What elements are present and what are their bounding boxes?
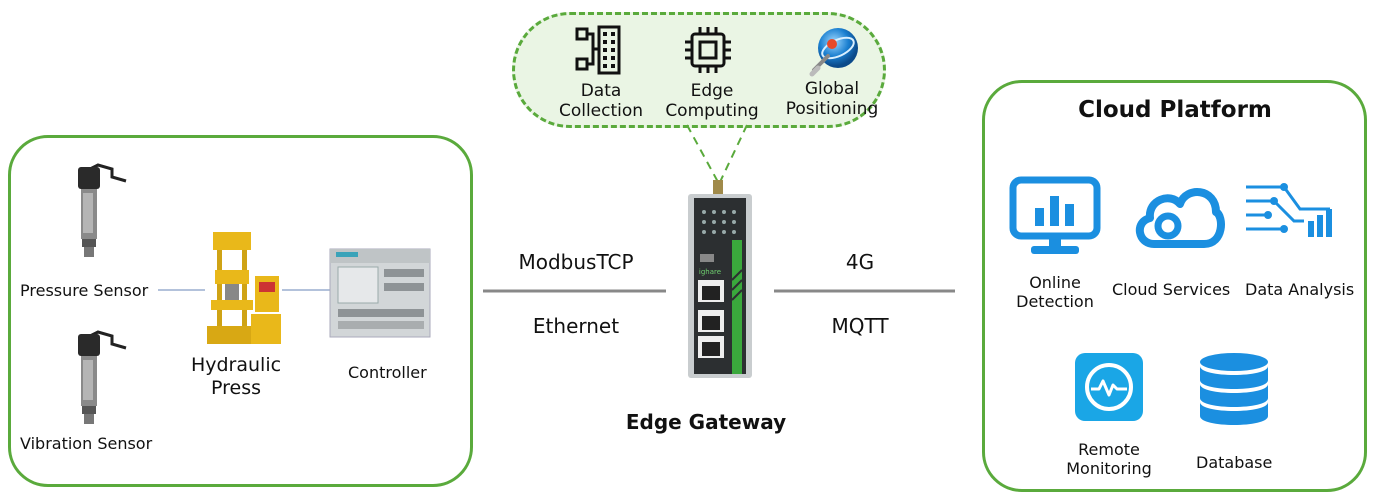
link-label-ethernet: Ethernet xyxy=(532,314,620,338)
controller-label: Controller xyxy=(348,363,427,382)
database-label: Database xyxy=(1196,453,1273,472)
pressure-sensor-image xyxy=(78,163,127,257)
hydraulic-press-label-line1: Hydraulic xyxy=(190,354,282,376)
feature-label-line2: Computing xyxy=(665,101,759,122)
remote-monitoring-line2: Monitoring xyxy=(1066,459,1152,479)
link-label-4g: 4G xyxy=(845,250,875,274)
remote-monitoring-icon xyxy=(1075,353,1143,421)
cloud-platform-box xyxy=(982,80,1367,492)
globe-icon xyxy=(809,28,858,77)
feature-label-line1: Data xyxy=(580,81,622,101)
online-detection-line1: Online xyxy=(1029,273,1081,292)
database-icon xyxy=(1200,353,1268,425)
online-detection-line2: Detection xyxy=(1016,292,1094,312)
hydraulic-press-image xyxy=(207,232,281,344)
cloud-icon xyxy=(1136,188,1225,248)
pressure-sensor-label: Pressure Sensor xyxy=(20,281,149,300)
feature-label-line1: Edge xyxy=(690,81,734,101)
vibration-sensor-image xyxy=(78,330,127,424)
feature-label-line2: Positioning xyxy=(785,99,879,120)
data-analysis-icon xyxy=(1246,183,1332,237)
feature-label-line2: Collection xyxy=(558,101,644,122)
gateway-brand: ighare xyxy=(698,268,722,276)
data-analysis-label: Data Analysis xyxy=(1245,280,1355,299)
remote-monitoring-line1: Remote xyxy=(1078,440,1140,459)
feature-label-line1: Global xyxy=(804,79,860,99)
hydraulic-press-label-line2: Press xyxy=(210,376,261,399)
link-label-mqtt: MQTT xyxy=(831,314,889,338)
chip-icon xyxy=(685,27,731,73)
controller-image xyxy=(329,248,431,338)
vibration-sensor-label: Vibration Sensor xyxy=(20,434,153,453)
gateway-title: Edge Gateway xyxy=(625,410,787,434)
field-equipment-box xyxy=(8,135,473,487)
data-collection-icon xyxy=(575,25,621,75)
edge-gateway-image xyxy=(688,180,752,378)
monitor-chart-icon xyxy=(1009,176,1101,254)
cloud-platform-title: Cloud Platform xyxy=(1078,97,1272,123)
link-label-modbustcp: ModbusTCP xyxy=(518,250,634,274)
cloud-services-label: Cloud Services xyxy=(1112,280,1231,299)
